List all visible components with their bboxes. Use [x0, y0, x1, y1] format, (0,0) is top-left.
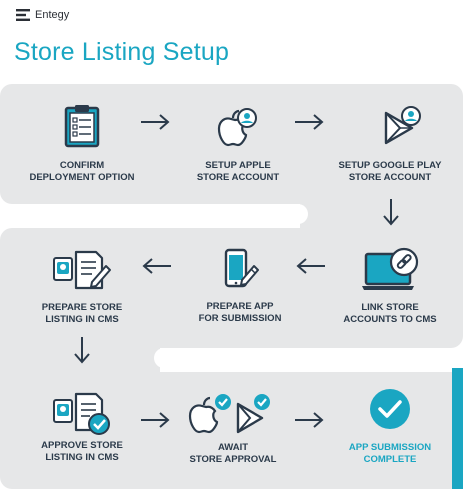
step-label: AWAIT STORE APPROVAL: [189, 442, 277, 465]
page-title: Store Listing Setup: [14, 38, 230, 66]
step-label: SETUP GOOGLE PLAY STORE ACCOUNT: [338, 160, 442, 183]
brand-logo: Entegy: [16, 9, 69, 21]
step-label: PREPARE APP FOR SUBMISSION: [198, 301, 282, 324]
store-approval-icon: [188, 394, 270, 434]
clipboard-checklist-icon: [64, 105, 100, 148]
arrow-right-icon: [295, 114, 324, 130]
laptop-link-icon: [362, 247, 419, 290]
step-label: CONFIRM DEPLOYMENT OPTION: [29, 160, 135, 183]
step-label: SETUP APPLE STORE ACCOUNT: [196, 160, 280, 183]
step-link-store-accounts: LINK STORE ACCOUNTS TO CMS: [315, 302, 463, 326]
complete-check-icon: [370, 389, 410, 429]
brand-name: Entegy: [35, 9, 70, 21]
step-prepare-store-listing: PREPARE STORE LISTING IN CMS: [7, 302, 157, 326]
apple-account-icon: [217, 108, 257, 147]
step-confirm-deployment: CONFIRM DEPLOYMENT OPTION: [7, 160, 157, 184]
step-label: LINK STORE ACCOUNTS TO CMS: [343, 302, 437, 325]
google-play-account-icon: [384, 106, 421, 145]
entegy-logo-icon: [16, 9, 30, 21]
step-label: PREPARE STORE LISTING IN CMS: [41, 302, 123, 325]
step-label: APPROVE STORE LISTING IN CMS: [41, 440, 123, 463]
step-label: APP SUBMISSION COMPLETE: [348, 442, 432, 465]
listing-edit-icon: [53, 250, 111, 290]
phone-pencil-icon: [224, 248, 259, 288]
step-setup-apple: SETUP APPLE STORE ACCOUNT: [163, 160, 313, 184]
step-app-submission-complete: APP SUBMISSION COMPLETE: [315, 442, 463, 466]
arrow-left-icon: [142, 258, 171, 274]
arrow-down-icon: [383, 199, 399, 226]
arrow-left-icon: [296, 258, 325, 274]
step-setup-google-play: SETUP GOOGLE PLAY STORE ACCOUNT: [315, 160, 463, 184]
step-await-store-approval: AWAIT STORE APPROVAL: [158, 442, 308, 466]
arrow-right-icon: [141, 412, 170, 428]
step-approve-store-listing: APPROVE STORE LISTING IN CMS: [7, 440, 157, 464]
arrow-right-icon: [295, 412, 324, 428]
step-prepare-app: PREPARE APP FOR SUBMISSION: [165, 301, 315, 325]
arrow-down-icon: [74, 337, 90, 364]
arrow-right-icon: [141, 114, 170, 130]
listing-approve-icon: [53, 392, 110, 435]
